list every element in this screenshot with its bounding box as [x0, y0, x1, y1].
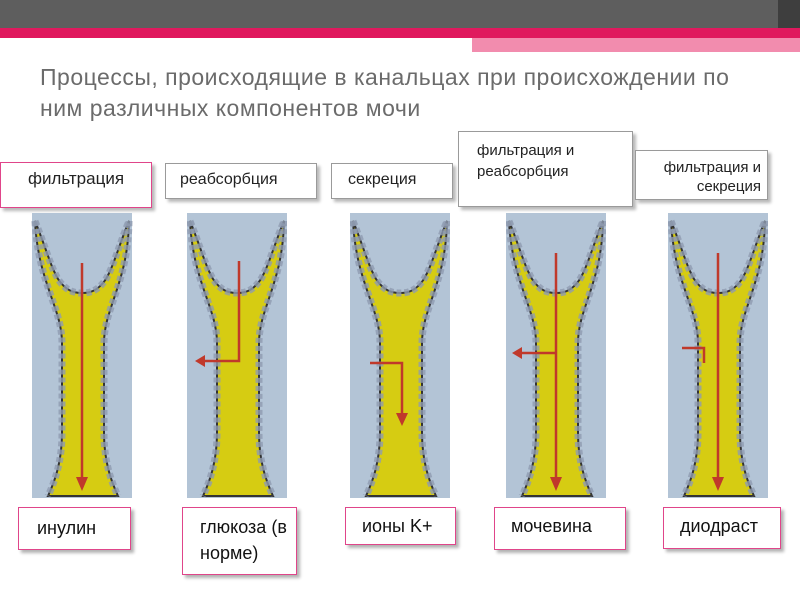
- arrow-head-icon: [512, 347, 522, 359]
- slide-title: Процессы, происходящие в канальцах при п…: [40, 64, 730, 121]
- process-label-filtration-secretion: фильтрация и секреция: [635, 150, 768, 200]
- tubule-diagram-filtration-secretion: [668, 213, 768, 498]
- tubule-wall: [187, 219, 287, 297]
- arrow-head-icon: [550, 477, 562, 491]
- tubule-wall: [574, 220, 606, 498]
- flow-arrow: [370, 361, 404, 418]
- substance-label-potassium-ions: ионы K+: [345, 507, 456, 545]
- tubule-svg: [31, 213, 133, 498]
- tubule-wall: [350, 219, 450, 297]
- tubule-svg: [668, 213, 768, 498]
- tubule-wall: [187, 220, 221, 498]
- process-label-reabsorption: реабсорбция: [165, 163, 317, 199]
- secretion-arrow: [682, 346, 706, 363]
- light-pink-stripe: [472, 38, 800, 52]
- tubule-diagram-secretion: [350, 213, 450, 498]
- substance-label-inulin: инулин: [18, 507, 131, 550]
- tubule-svg: [506, 213, 606, 498]
- process-label-filtration: фильтрация: [0, 162, 152, 208]
- arrow-head-icon: [712, 477, 724, 491]
- tubule-svg: [350, 213, 450, 498]
- tubule-wall: [736, 220, 768, 498]
- pink-stripe: [0, 28, 800, 38]
- process-label-secretion: секреция: [331, 163, 453, 199]
- arrow-head-icon: [195, 355, 205, 367]
- tubule-diagram-filtration: [31, 213, 133, 498]
- substance-label-diodrast: диодраст: [663, 507, 781, 549]
- tubule-diagram-reabsorption: [187, 213, 287, 498]
- flow-arrow: [201, 261, 241, 363]
- top-bar: [0, 0, 800, 28]
- substance-label-urea: мочевина: [494, 507, 626, 550]
- tubule-wall: [418, 220, 450, 498]
- tubule-wall: [506, 220, 540, 498]
- tubule-wall: [100, 220, 133, 498]
- tubule-wall: [255, 220, 287, 498]
- process-label-filtration-reabsorption: фильтрация и реабсорбция: [458, 131, 633, 207]
- tubule-svg: [187, 213, 287, 498]
- tubule-wall: [668, 220, 702, 498]
- arrow-head-icon: [396, 413, 408, 426]
- substance-label-glucose: глюкоза (в норме): [182, 507, 297, 575]
- tubule-diagram-filtration-reabsorption: [506, 213, 606, 498]
- top-bar-corner: [778, 0, 800, 28]
- tubule-wall: [31, 220, 66, 498]
- arrow-head-icon: [76, 477, 88, 491]
- tubule-wall: [350, 220, 384, 498]
